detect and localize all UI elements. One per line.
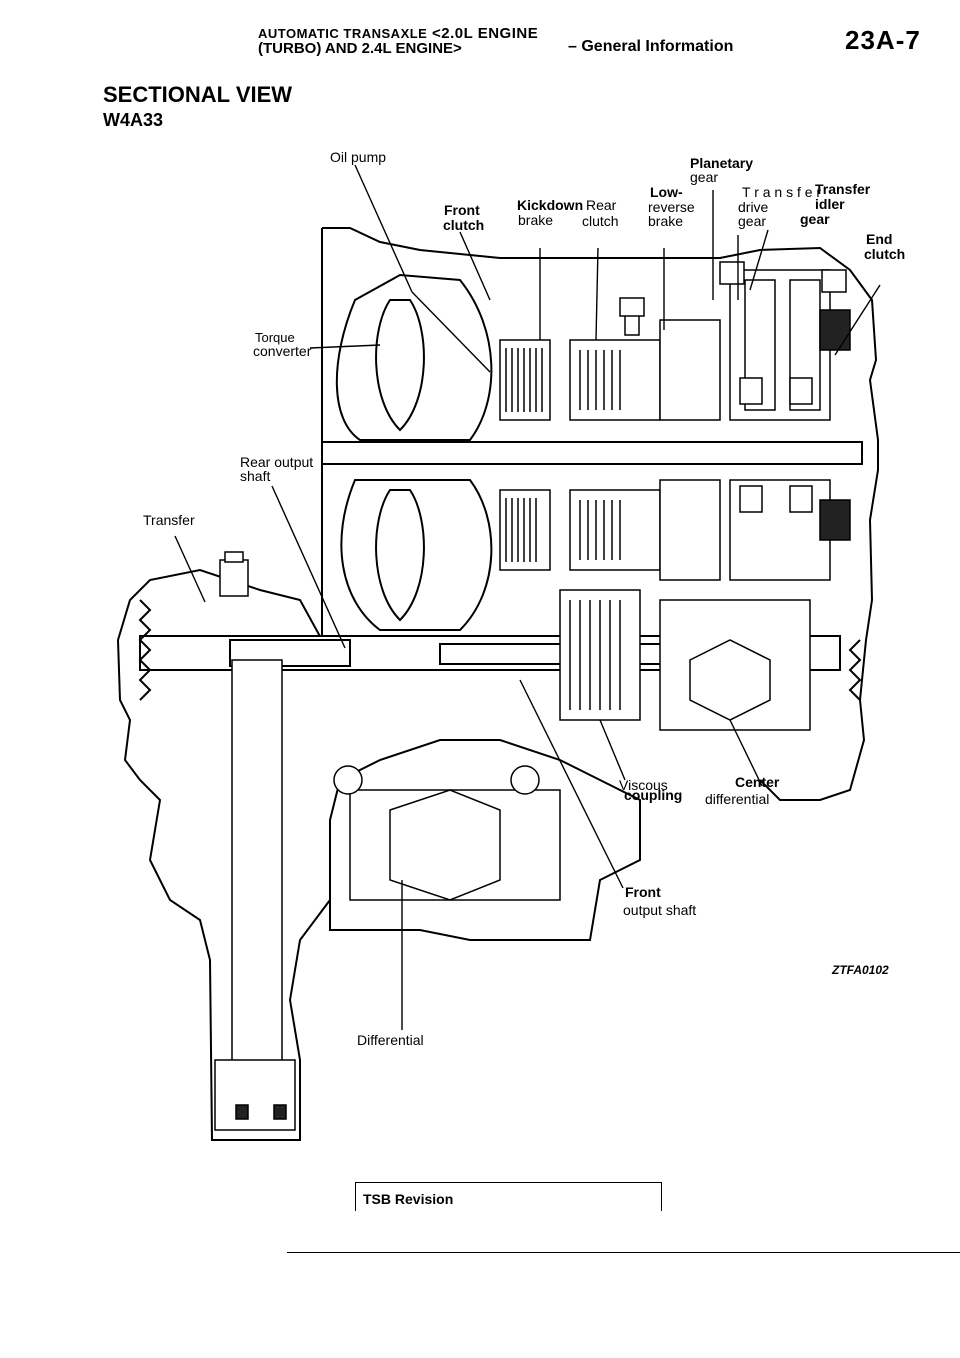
- tsb-revision-box: TSB Revision: [355, 1182, 662, 1211]
- label-oil-pump: Oil pump: [330, 149, 387, 165]
- label-transfer-idler: Transfer: [815, 181, 871, 197]
- label-kickdown: Kickdown: [517, 197, 584, 213]
- label-brake-low: brake: [648, 213, 684, 229]
- header-section: – General Information: [568, 38, 734, 55]
- label-reverse: reverse: [648, 199, 695, 215]
- section-title: SECTIONAL VIEW: [103, 82, 293, 107]
- label-rear-output-2: shaft: [240, 468, 271, 484]
- model-code: W4A33: [103, 110, 164, 130]
- header-title-b: <2.0L: [432, 25, 474, 42]
- header-title-f: ENGINE>: [395, 40, 462, 57]
- label-low: Low-: [650, 184, 683, 200]
- label-viscous: Viscous: [619, 777, 668, 793]
- label-rear-output-1: Rear output: [240, 454, 314, 470]
- label-front-clutch-2: clutch: [443, 217, 485, 233]
- label-planetary-gear: gear: [690, 169, 719, 185]
- label-idler-gear: gear: [800, 211, 830, 227]
- label-rear-clutch-1: Rear: [586, 197, 617, 213]
- label-differential: Differential: [357, 1032, 424, 1048]
- page-number: 23A-7: [845, 25, 921, 55]
- label-drive-gear: gear: [738, 213, 767, 229]
- label-center: Center: [735, 774, 780, 790]
- label-converter: converter: [253, 343, 312, 359]
- label-transfer-drive: T r a n s f e r: [742, 184, 822, 200]
- tsb-revision-label: TSB Revision: [363, 1191, 454, 1207]
- footer-rule: [287, 1252, 960, 1253]
- label-rear-clutch-2: clutch: [582, 213, 619, 229]
- header-title-line2: (TURBO) AND 2.4L ENGINE>: [258, 40, 462, 57]
- header-title-a: AUTOMATIC TRANSAXLE: [258, 26, 428, 41]
- label-coupling: coupling: [624, 787, 683, 803]
- label-end-clutch-2: clutch: [864, 246, 906, 262]
- label-front-clutch-1: Front: [444, 202, 480, 218]
- label-transfer: Transfer: [143, 512, 195, 528]
- header-title-line1: AUTOMATIC TRANSAXLE <2.0L ENGINE: [258, 25, 538, 42]
- header-title-c: ENGINE: [477, 25, 539, 42]
- label-front-output-1: Front: [625, 884, 661, 900]
- label-drive: drive: [738, 199, 769, 215]
- figure-code: ZTFA0102: [832, 963, 889, 977]
- label-end-clutch-1: End: [866, 231, 893, 247]
- label-planetary: Planetary: [690, 155, 754, 171]
- label-front-output-2: output shaft: [623, 902, 697, 918]
- label-idler: idler: [815, 196, 845, 212]
- header-title-d: (TURBO) AND: [258, 40, 358, 57]
- label-kickdown-brake: brake: [518, 212, 554, 228]
- label-torque: Torque: [255, 330, 295, 345]
- header-title-e: 2.4L: [361, 40, 392, 57]
- label-center-differential: differential: [705, 791, 770, 807]
